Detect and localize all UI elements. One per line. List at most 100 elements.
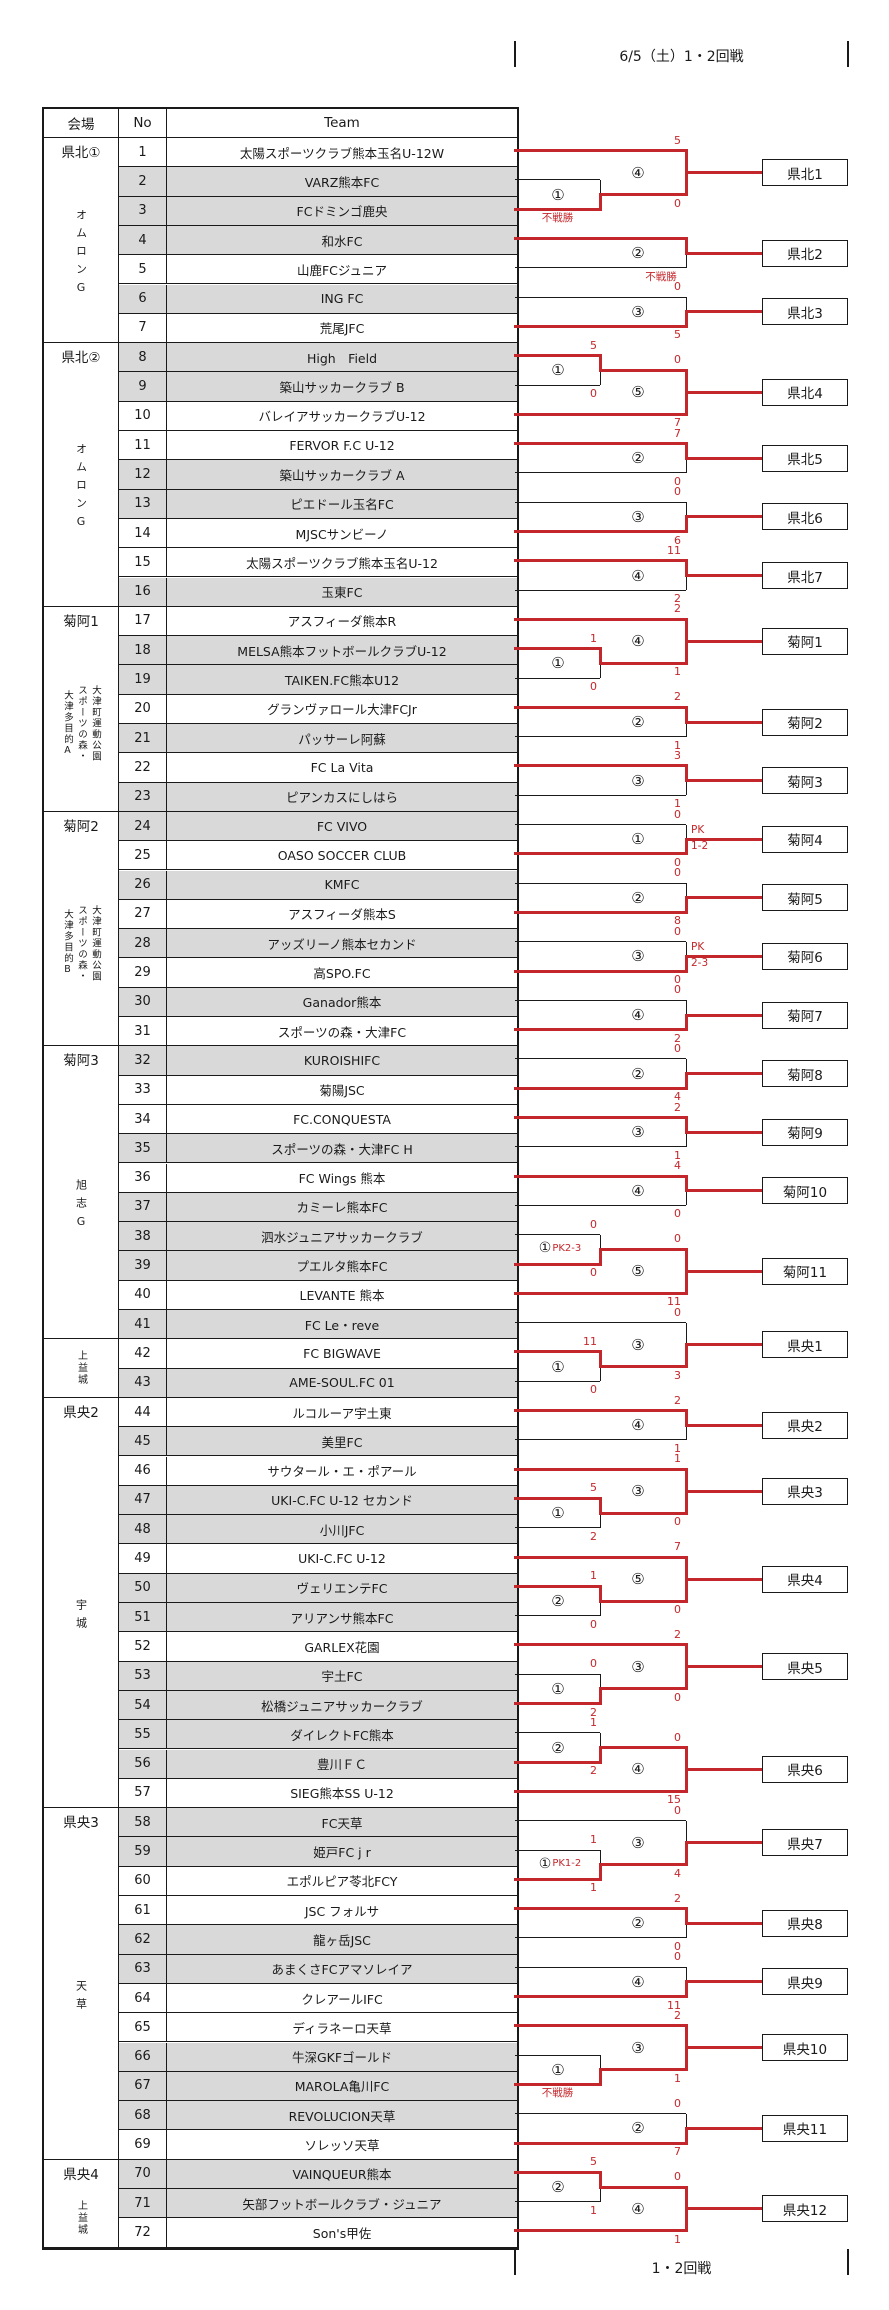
match-score: 7 [674, 416, 681, 430]
bracket-line [598, 1599, 688, 1603]
team-no: 7 [119, 313, 167, 343]
bracket-line [513, 442, 688, 446]
match-score: 2 [674, 602, 681, 616]
match-score: 0 [674, 1515, 681, 1529]
team-no: 24 [119, 811, 167, 841]
match-number: ② [551, 2178, 565, 2196]
bracket-line [684, 1013, 764, 1017]
team-name: 和水FC [167, 225, 517, 255]
bracket-line [513, 1643, 688, 1647]
match-score: 7 [674, 1540, 681, 1554]
bracket-line [513, 2229, 688, 2233]
match-score: 11 [667, 543, 681, 557]
bracket-line [515, 2201, 600, 2203]
team-name: ルコルーア宇土東 [167, 1397, 517, 1427]
bracket-line [685, 1058, 687, 1074]
match-score: 0 [590, 387, 597, 401]
bracket-line [685, 575, 687, 591]
bracket-line [684, 2046, 688, 2072]
team-name: あまくさFCアマソレイア [167, 1954, 517, 1983]
pk-label: PK [691, 824, 705, 837]
bracket-line [513, 354, 602, 358]
team-no: 41 [119, 1310, 167, 1339]
team-no: 50 [119, 1573, 167, 1602]
match-number: ④ [631, 566, 645, 585]
bracket-line [515, 589, 686, 591]
round-footer: 1・2回戦 [651, 2261, 712, 2277]
match-number: ② [631, 449, 645, 468]
venue-cell: 上益城 [44, 1339, 119, 1398]
bracket-line [684, 1577, 764, 1581]
team-name: ヴェリエンテFC [167, 1573, 517, 1602]
bracket-line [513, 1174, 688, 1178]
team-no: 5 [119, 255, 167, 284]
bracket-line [513, 2082, 602, 2086]
bracket-line [513, 2024, 688, 2028]
team-no: 60 [119, 1866, 167, 1895]
match-score: 0 [674, 1041, 681, 1055]
pk-label: PK [691, 941, 705, 954]
match-score: 0 [674, 196, 681, 210]
team-name: 美里FC [167, 1427, 517, 1456]
match-number: ③ [631, 1335, 645, 1354]
team-name: 矢部フットボールクラブ・ジュニア [167, 2189, 517, 2218]
match-number: ① [551, 1679, 565, 1698]
pk-result: 1-2 [691, 840, 709, 853]
team-name: 山鹿FCジュニア [167, 255, 517, 284]
team-name: 小川JFC [167, 1515, 517, 1544]
bracket-line [684, 837, 764, 841]
bracket-line [598, 193, 688, 197]
venue-name: オムロンG [74, 208, 88, 301]
qualifier-box: 県北3 [762, 298, 848, 326]
bracket-line [684, 368, 688, 394]
team-name: ピエドール玉名FC [167, 489, 517, 518]
match-number: ④ [631, 1006, 645, 1024]
bracket-line [684, 1841, 688, 1867]
bracket-line [598, 1365, 688, 1369]
bracket-line [598, 1687, 602, 1706]
team-name: KUROISHIFC [167, 1046, 517, 1075]
bracket-line [598, 1746, 688, 1749]
bracket-line [599, 1674, 601, 1689]
section-tick [847, 2249, 849, 2275]
qualifier-box: 県北6 [762, 503, 848, 531]
bracket-line [684, 1841, 764, 1845]
match-score: 2 [674, 1031, 681, 1045]
team-name: FC天草 [167, 1808, 517, 1837]
team-name: アスフィーダ熊本R [167, 606, 517, 636]
team-name: ディラネーロ天草 [167, 2013, 517, 2042]
walkover-label: 不戦勝 [541, 212, 574, 225]
team-no: 49 [119, 1544, 167, 1573]
bracket-line [684, 1665, 764, 1669]
team-name: 玉東FC [167, 577, 517, 606]
qualifier-box: 県央2 [762, 1411, 848, 1439]
bracket-line [599, 1366, 601, 1382]
team-name: High Field [167, 343, 517, 372]
match-score: 7 [674, 426, 681, 440]
team-no: 14 [119, 518, 167, 548]
match-number: ⑤ [631, 1570, 645, 1589]
bracket-line [599, 179, 601, 195]
match-score: 0 [590, 1266, 597, 1280]
team-no: 20 [119, 694, 167, 723]
bracket-line [513, 2141, 688, 2145]
venue-name: オムロンG [74, 442, 88, 535]
bracket-line [684, 1577, 688, 1603]
match-score: 4 [674, 1159, 681, 1173]
bracket-line [598, 647, 602, 665]
bracket-line [684, 1189, 764, 1193]
bracket-line [515, 1439, 686, 1441]
